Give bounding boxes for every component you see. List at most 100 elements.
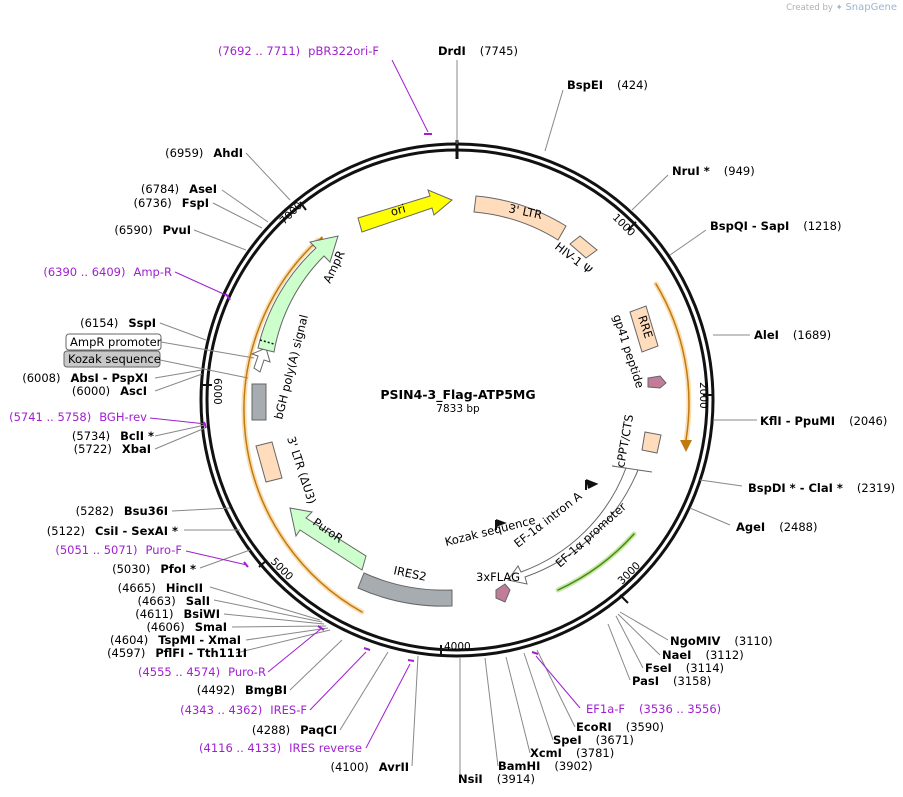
- ltr3-label: 3' LTR: [507, 201, 543, 222]
- leader-bmgbi: [289, 639, 343, 691]
- enzyme-drdi: DrdI(7745): [438, 44, 518, 58]
- leader-ahdi: [245, 152, 291, 201]
- rre-box: [629, 305, 659, 353]
- primer-mark-iresrev: [407, 659, 415, 662]
- enzyme-xcmi: XcmI(3781): [530, 746, 614, 760]
- primer-ires-reverse: (4116 .. 4133)IRES reverse: [199, 741, 362, 755]
- ampr-promoter-arrow: [250, 347, 271, 373]
- primer-marks: [203, 133, 539, 662]
- enzyme-spei: SpeI(3671): [553, 733, 634, 747]
- band-rre: [653, 281, 692, 443]
- leader-xbai: [154, 427, 206, 450]
- leader-fspi: [212, 202, 263, 229]
- credit-brand: SnapGene: [845, 2, 897, 13]
- 3xflag-label: 3xFLAG: [476, 570, 520, 584]
- enzyme-fspi: (6736)FspI: [134, 196, 209, 210]
- primer-leader-puror: [267, 627, 323, 673]
- ampr-dotted-mark: [259, 339, 275, 345]
- enzyme-pflfi-tth111i: (4597)PflFI - Tth111I: [107, 646, 247, 660]
- gp41-peptide-marker: [647, 375, 667, 389]
- enzyme-pasi: PasI(3158): [632, 674, 711, 688]
- credit-prefix: Created by: [786, 3, 833, 13]
- enzyme-smai: (4606)SmaI: [146, 620, 227, 634]
- enzyme-bsiwi: (4611)BsiWI: [135, 607, 220, 621]
- leader-bspdi: [699, 479, 743, 487]
- puror-arrow: [289, 507, 367, 571]
- enzyme-sspi: (6154)SspI: [80, 316, 156, 330]
- primer-amp-r: (6390 .. 6409)Amp-R: [43, 265, 172, 279]
- tick-label-4000: 4000: [444, 641, 471, 653]
- highlight-bands: [241, 237, 692, 615]
- leader-spei: [523, 652, 554, 741]
- leader-bspqi: [669, 229, 707, 256]
- leader-bcli: [154, 424, 206, 437]
- tick-label-6000: 6000: [211, 378, 223, 405]
- leader-bspei: [544, 89, 564, 152]
- leader-asci: [154, 373, 203, 392]
- leader-hincii: [209, 586, 321, 621]
- primer-ef1a-f: EF1a-F(3536 .. 3556): [586, 702, 721, 716]
- snapgene-logo-icon: ✦: [835, 3, 843, 13]
- leader-pasi: [607, 623, 631, 681]
- primer-bgh-rev: (5741 .. 5758)BGH-rev: [9, 410, 147, 424]
- leader-asei: [221, 189, 269, 223]
- ltr3-du3-label: 3' LTR (ΔU3): [284, 435, 319, 506]
- primer-puro-r: (4555 .. 4574)Puro-R: [138, 665, 266, 679]
- leader-pvui: [193, 229, 247, 251]
- enzyme-ngomiv: NgoMIV(3110): [670, 634, 773, 648]
- leader-agei: [689, 507, 731, 526]
- leader-avrii: [411, 655, 419, 767]
- band-rre-core: [655, 283, 690, 441]
- primer-leader-iresrev: [365, 663, 411, 749]
- primer-leader-purof: [185, 550, 248, 566]
- primer-mark-purof: [243, 561, 249, 568]
- boxed-feature-labels: AmpR promoter Kozak sequence: [63, 333, 255, 379]
- leader-smai: [231, 625, 327, 628]
- enzyme-sali: (4663)SalI: [137, 594, 210, 608]
- enzyme-ahdi: (6959)AhdI: [165, 146, 243, 160]
- leader-tspmi: [245, 627, 329, 641]
- primer-leader-bgh: [149, 417, 207, 425]
- leader-bsu36i: [171, 507, 231, 512]
- ori-arrow: [357, 189, 453, 233]
- enzyme-bspdi-clai: BspDI * - ClaI *(2319): [748, 481, 895, 495]
- plasmid-length: 7833 bp: [436, 403, 480, 415]
- snapgene-credit: Created by ✦ SnapGene: [786, 2, 897, 13]
- ef1a-intron-flag-icon: [585, 479, 599, 490]
- enzyme-labels-left: DrdI(7745) (6959)AhdI (6784)AseI (6736)F…: [22, 44, 518, 774]
- hiv1-psi-box: [569, 235, 598, 259]
- kozak-box-leader: [159, 359, 249, 379]
- leader-xcmi: [505, 656, 531, 754]
- primer-mark-ampr: [225, 293, 231, 301]
- enzyme-agei: AgeI(2488): [736, 520, 817, 534]
- enzyme-nrui: NruI *(949): [672, 164, 755, 178]
- enzyme-avrii: (4100)AvrII: [331, 760, 409, 774]
- primer-leader-ampr: [174, 271, 229, 297]
- enzyme-bmgbi: (4492)BmgBI: [197, 683, 287, 697]
- enzyme-bspqi-sapi: BspQI - SapI(1218): [710, 219, 841, 233]
- tick-1000: [627, 221, 637, 231]
- leader-bamhi: [484, 657, 499, 767]
- tick-label-2000: 2000: [697, 382, 709, 409]
- primer-mark-bgh: [203, 421, 207, 429]
- band-arrow-rre: [680, 440, 692, 452]
- leader-naei: [617, 613, 661, 656]
- tick-3000: [619, 594, 629, 604]
- leader-pfoi: [199, 549, 251, 569]
- primer-puro-f: (5051 .. 5071)Puro-F: [55, 543, 182, 557]
- kozak-box-label: Kozak sequence: [68, 352, 161, 366]
- enzyme-pfoi: (5030)PfoI *: [112, 562, 196, 576]
- ires2-label: IRES2: [392, 563, 427, 584]
- primer-leader-pbr322: [391, 59, 429, 133]
- enzyme-csii-sexai: (5122)CsiI - SexAI *: [47, 524, 178, 538]
- primer-labels: (7692 .. 7711)pBR322ori-F (6390 .. 6409)…: [9, 44, 721, 755]
- tick-7000: [299, 201, 307, 211]
- enzyme-nsii: NsiI(3914): [458, 772, 535, 786]
- enzyme-hincii: (4665)HincII: [118, 581, 203, 595]
- leader-ecori: [536, 649, 576, 728]
- enzyme-fsei: FseI(3114): [645, 661, 724, 675]
- band-ef1a-core: [557, 533, 635, 591]
- ori-label: ori: [389, 201, 407, 219]
- enzyme-alei: AleI(1689): [754, 328, 831, 342]
